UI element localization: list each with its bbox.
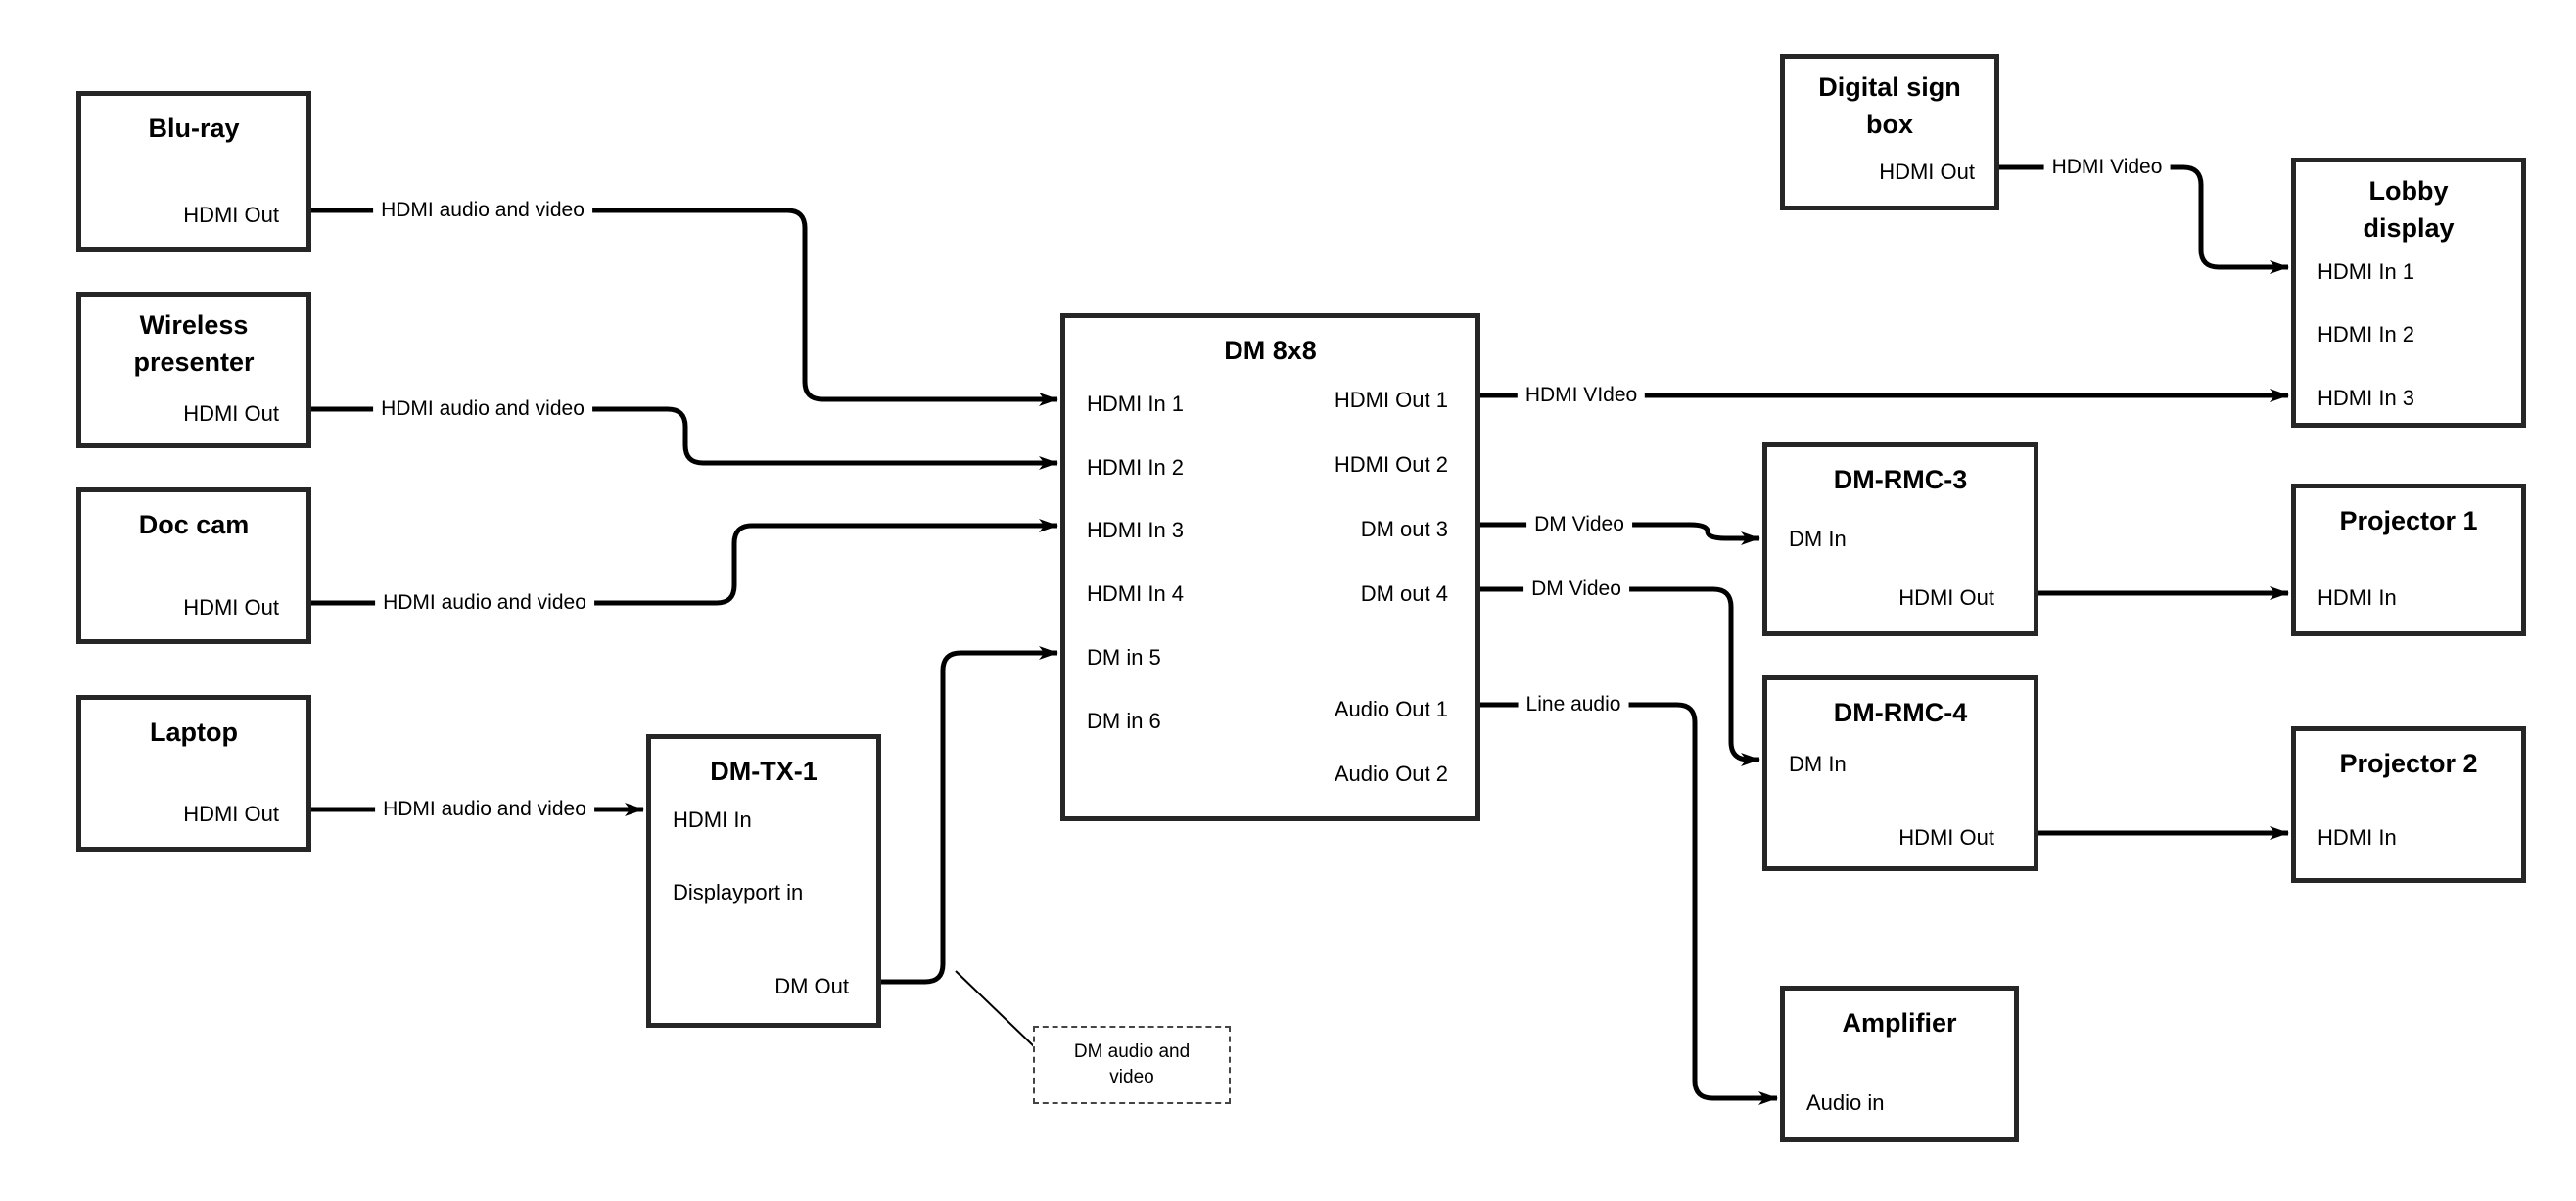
wire-label-dm-video-out3: DM Video (1526, 511, 1632, 538)
port-hdmi-in-3: HDMI In 3 (2318, 386, 2415, 410)
port-dm-in-6: DM in 6 (1087, 709, 1161, 733)
wire-label-hdmi-audio-video-laptop: HDMI audio and video (375, 796, 594, 823)
port-dm-in-5: DM in 5 (1087, 645, 1161, 670)
node-title: Lobby display (2363, 176, 2455, 243)
connector-dm8x8-out3-to-dmrmc3 (1480, 522, 1760, 545)
connector-dmtx1-to-dm8x8-in5 (881, 646, 1058, 985)
port-dm-in: DM In (1789, 752, 1847, 776)
callout-leader-line (955, 970, 1036, 1048)
port-audio-out-1: Audio Out 1 (1334, 697, 1448, 721)
port-dm-in: DM In (1789, 527, 1847, 551)
wire-label-line-audio: Line audio (1518, 691, 1629, 718)
node-title: DM-RMC-3 (1833, 465, 1968, 494)
port-hdmi-out: HDMI Out (183, 401, 279, 426)
port-hdmi-in-2: HDMI In 2 (2318, 322, 2415, 346)
connector-doccam-to-dm8x8-in3 (311, 519, 1058, 606)
node-title: Projector 2 (2339, 749, 2478, 778)
port-hdmi-out: HDMI Out (1898, 825, 1994, 850)
wire-label-hdmi-audio-video-doccam: HDMI audio and video (375, 589, 594, 617)
wire-label-hdmi-video-out1: HDMI VIdeo (1517, 382, 1646, 409)
port-hdmi-in-1: HDMI In 1 (1087, 392, 1185, 416)
node-title: Laptop (150, 717, 238, 747)
node-projector-1: Projector 1 HDMI In (2291, 484, 2526, 636)
node-title: Doc cam (138, 510, 250, 539)
port-hdmi-out: HDMI Out (183, 595, 279, 620)
node-digital-sign-box: Digital sign box HDMI Out (1780, 54, 1999, 210)
node-title: DM-RMC-4 (1833, 698, 1968, 727)
port-hdmi-out-2: HDMI Out 2 (1334, 452, 1448, 477)
port-dm-out-4: DM out 4 (1360, 581, 1448, 606)
connector-dm8x8-audio1-to-amplifier (1480, 702, 1778, 1105)
node-title: DM 8x8 (1224, 336, 1317, 365)
node-title: DM-TX-1 (710, 757, 818, 786)
node-blu-ray: Blu-ray HDMI Out (76, 91, 311, 252)
wire-label-hdmi-audio-video-bluray: HDMI audio and video (373, 197, 592, 224)
port-hdmi-in-3: HDMI In 3 (1087, 518, 1185, 542)
port-hdmi-out: HDMI Out (1898, 585, 1994, 610)
node-amplifier: Amplifier Audio in (1780, 986, 2019, 1142)
port-hdmi-out: HDMI Out (183, 203, 279, 227)
callout-dm-audio-and-video: DM audio and video (1033, 1026, 1231, 1104)
connector-wireless-to-dm8x8-in2 (311, 406, 1058, 470)
port-hdmi-in-1: HDMI In 1 (2318, 259, 2415, 284)
node-dm-8x8: DM 8x8 HDMI In 1 HDMI In 2 HDMI In 3 HDM… (1060, 313, 1480, 821)
port-hdmi-out: HDMI Out (183, 802, 279, 826)
port-audio-in: Audio in (1806, 1090, 1885, 1115)
node-laptop: Laptop HDMI Out (76, 695, 311, 852)
port-displayport-in: Displayport in (673, 880, 804, 904)
port-hdmi-in: HDMI In (673, 808, 752, 832)
node-lobby-display: Lobby display HDMI In 1 HDMI In 2 HDMI I… (2291, 158, 2526, 428)
node-dm-rmc-4: DM-RMC-4 DM In HDMI Out (1762, 675, 2038, 871)
node-dm-rmc-3: DM-RMC-3 DM In HDMI Out (1762, 442, 2038, 636)
port-dm-out-3: DM out 3 (1360, 517, 1448, 541)
node-title: Digital sign box (1818, 72, 1961, 139)
connector-dm8x8-out4-to-dmrmc4 (1480, 586, 1760, 766)
connector-bluray-to-dm8x8-in1 (311, 208, 1058, 406)
port-hdmi-in-4: HDMI In 4 (1087, 581, 1185, 606)
node-title: Amplifier (1842, 1008, 1957, 1038)
connector-digitalsign-to-lobby-in1 (1999, 164, 2289, 274)
port-audio-out-2: Audio Out 2 (1334, 762, 1448, 786)
port-hdmi-out: HDMI Out (1879, 160, 1975, 184)
node-dm-tx-1: DM-TX-1 HDMI In Displayport in DM Out (646, 734, 881, 1028)
port-hdmi-in: HDMI In (2318, 825, 2397, 850)
node-title: Blu-ray (148, 114, 240, 143)
node-wireless-presenter: Wireless presenter HDMI Out (76, 292, 311, 448)
node-title: Wireless presenter (133, 310, 255, 377)
wire-label-dm-video-out4: DM Video (1523, 576, 1629, 603)
port-hdmi-in-2: HDMI In 2 (1087, 455, 1185, 480)
wire-label-hdmi-video-digitalsign: HDMI Video (2043, 154, 2171, 181)
port-hdmi-in: HDMI In (2318, 585, 2397, 610)
node-title: Projector 1 (2339, 506, 2478, 535)
port-hdmi-out-1: HDMI Out 1 (1334, 388, 1448, 412)
port-dm-out: DM Out (774, 974, 849, 998)
callout-text: DM audio and video (1073, 1041, 1191, 1087)
node-doc-cam: Doc cam HDMI Out (76, 487, 311, 644)
node-projector-2: Projector 2 HDMI In (2291, 726, 2526, 883)
wire-label-hdmi-audio-video-wireless: HDMI audio and video (373, 395, 592, 423)
